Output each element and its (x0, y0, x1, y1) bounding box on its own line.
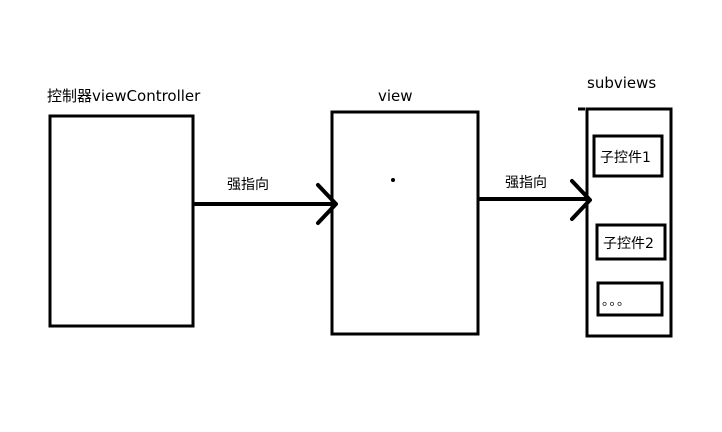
subviews-label: subviews (587, 74, 656, 92)
edge-1-arrowhead (316, 183, 338, 225)
child-1-label: 子控件1 (600, 150, 651, 166)
edge-2-arrowhead (570, 179, 592, 221)
view-box[interactable] (330, 110, 480, 336)
child-1-box[interactable] (592, 134, 664, 178)
child-3-label: 。。。 (602, 294, 631, 309)
view-center-dot (391, 178, 395, 182)
edge-1-label: 强指向 (227, 177, 269, 193)
controller-box[interactable] (48, 114, 195, 328)
view-label: view (378, 87, 413, 105)
controller-label: 控制器viewController (47, 87, 201, 105)
child-3-box[interactable] (596, 281, 664, 317)
child-2-label: 子控件2 (603, 236, 654, 252)
edge-2-label: 强指向 (505, 175, 547, 191)
subviews-box[interactable] (585, 107, 673, 338)
child-2-box[interactable] (595, 223, 667, 261)
